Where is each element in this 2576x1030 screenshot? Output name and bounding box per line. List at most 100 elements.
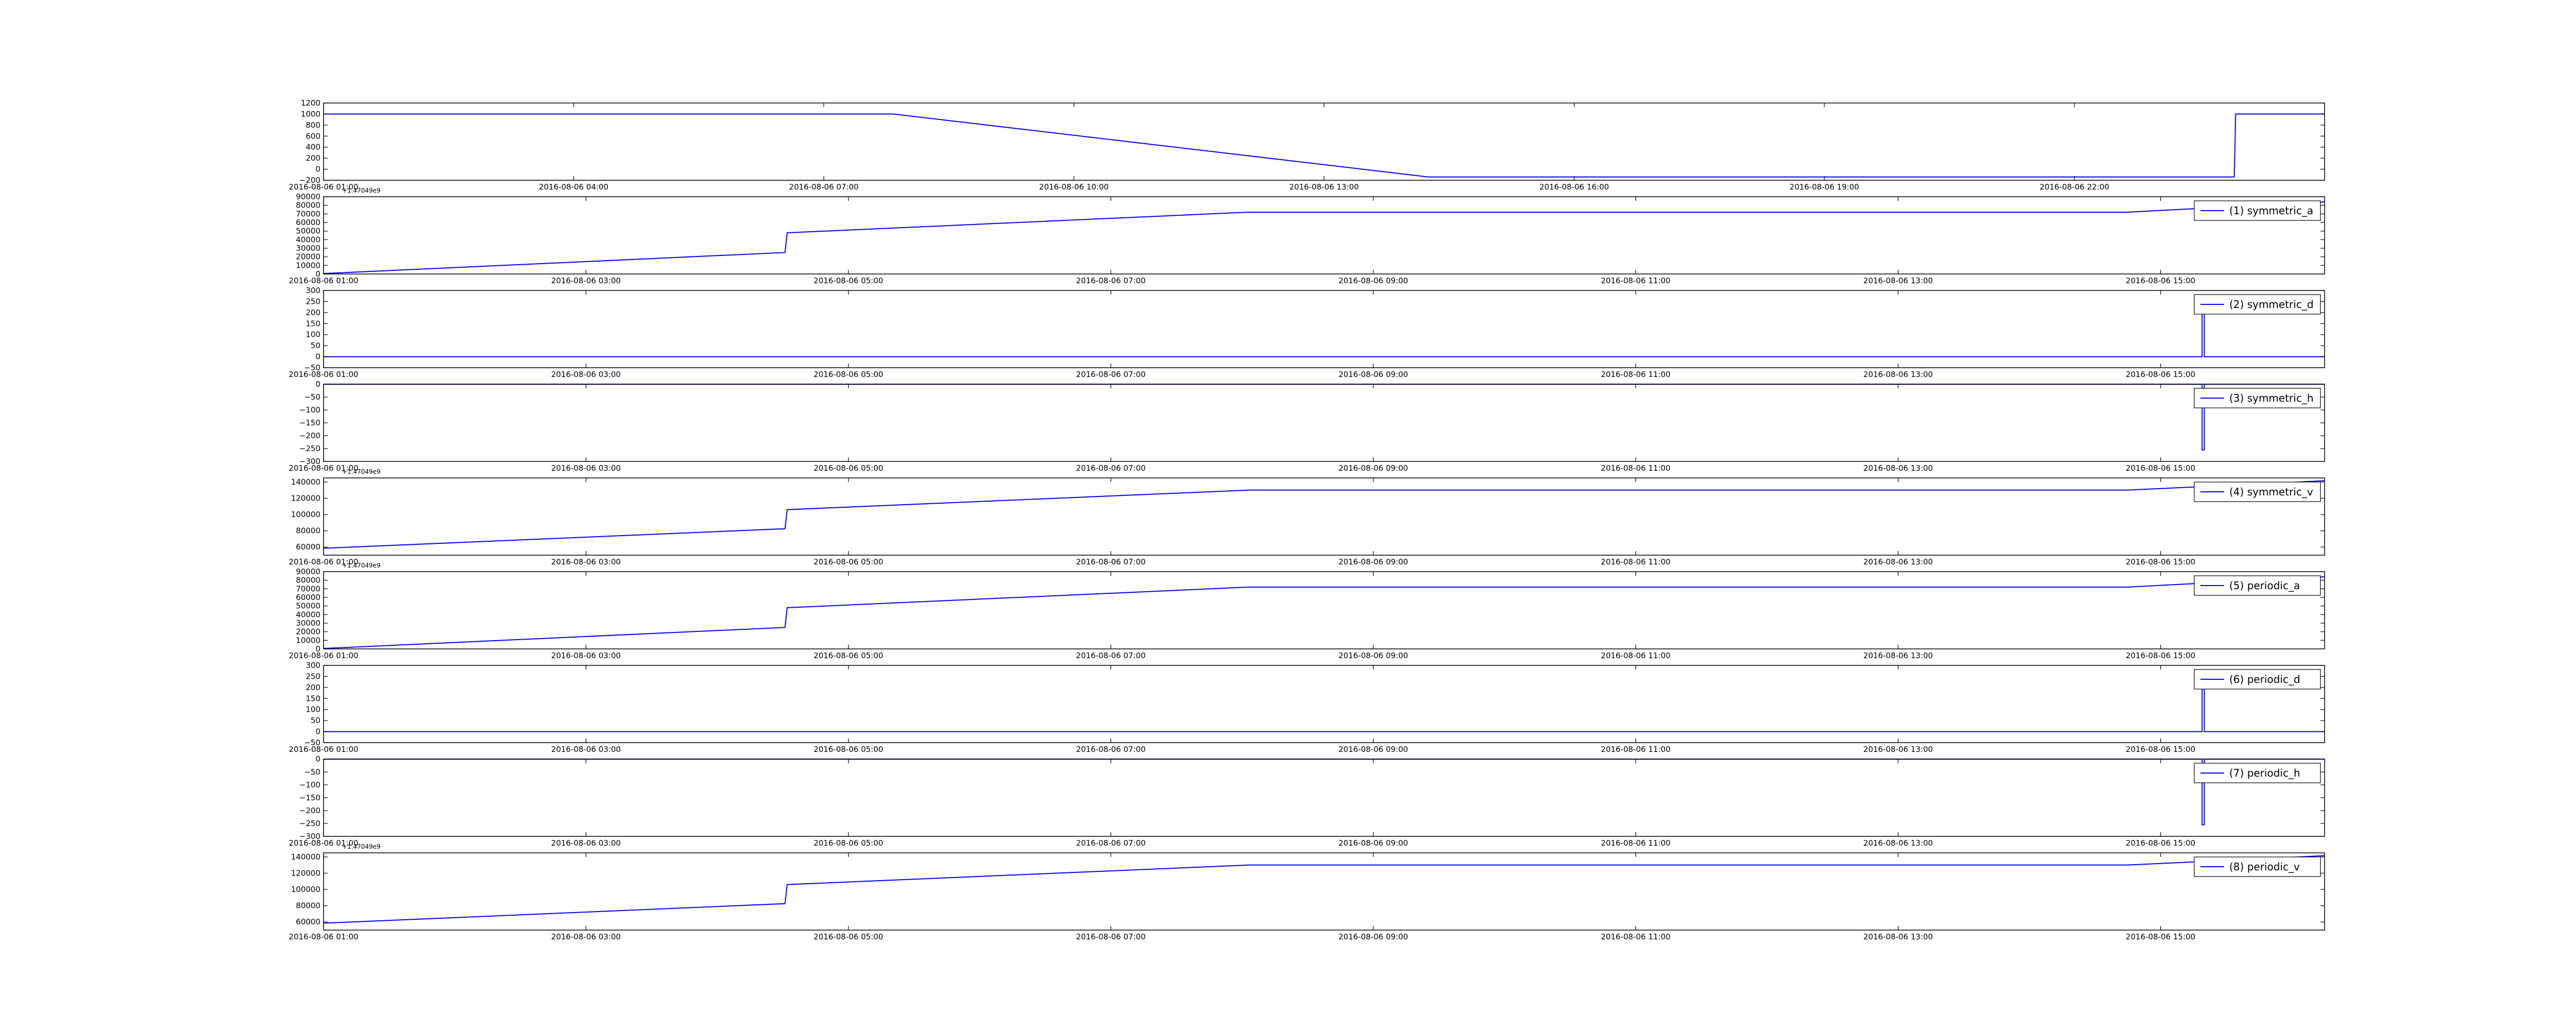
x-tick-label: 2016-08-06 09:00: [1338, 651, 1408, 660]
y-tick-label: 40000: [296, 235, 320, 244]
x-tick-label: 2016-08-06 07:00: [1076, 932, 1146, 941]
series-line: [323, 576, 2325, 649]
x-tick-label: 2016-08-06 04:00: [539, 182, 608, 192]
x-tick-label: 2016-08-06 03:00: [551, 276, 621, 285]
y-tick-label: 80000: [296, 201, 320, 210]
x-tick-label: 2016-08-06 05:00: [814, 276, 883, 285]
x-tick-label: 2016-08-06 13:00: [1863, 838, 1933, 848]
x-tick-label: 2016-08-06 05:00: [814, 370, 883, 379]
legend-label: (1) symmetric_a: [2229, 204, 2313, 217]
x-tick-label: 2016-08-06 09:00: [1338, 838, 1408, 848]
x-tick-label: 2016-08-06 07:00: [1076, 464, 1146, 473]
x-tick-label: 2016-08-06 15:00: [2126, 651, 2195, 660]
x-tick-label: 2016-08-06 07:00: [1076, 370, 1146, 379]
y-tick-label: 70000: [296, 209, 320, 218]
y-tick-label: 30000: [296, 619, 320, 628]
x-tick-label: 2016-08-06 15:00: [2126, 557, 2195, 566]
series-line: [324, 675, 2325, 732]
y-tick-label: 300: [306, 661, 320, 670]
y-tick-label: 250: [306, 297, 320, 306]
x-tick-label: 2016-08-06 07:00: [1076, 651, 1146, 660]
y-tick-label: −50: [304, 738, 320, 747]
x-tick-label: 2016-08-06 09:00: [1338, 557, 1408, 566]
x-tick-label: 2016-08-06 09:00: [1338, 464, 1408, 473]
legend-label: (5) periodic_a: [2229, 579, 2300, 592]
y-tick-label: −150: [299, 793, 320, 802]
x-tick-label: 2016-08-06 01:00: [289, 276, 358, 285]
x-tick-label: 2016-08-06 09:00: [1338, 370, 1408, 379]
y-tick-label: 150: [306, 694, 320, 703]
x-tick-label: 2016-08-06 15:00: [2126, 838, 2195, 848]
y-tick-label: 0: [315, 165, 320, 174]
x-tick-label: 2016-08-06 07:00: [789, 182, 858, 192]
y-tick-label: 0: [315, 754, 320, 764]
x-tick-label: 2016-08-06 03:00: [551, 838, 621, 848]
y-tick-label: 0: [315, 644, 320, 654]
legend-box: [2194, 482, 2321, 502]
legend-label: (4) symmetric_v: [2229, 486, 2313, 498]
axes-frame: [323, 571, 2325, 649]
series-line: [323, 480, 2325, 549]
x-tick-label: 2016-08-06 11:00: [1601, 370, 1670, 379]
y-tick-label: 200: [306, 153, 320, 163]
y-tick-label: 120000: [291, 493, 320, 503]
legend-box: [2194, 763, 2321, 783]
y-offset-label: +1.47049e9: [342, 562, 381, 569]
y-tick-label: 50: [311, 716, 320, 725]
y-tick-label: −300: [299, 457, 320, 466]
axes-frame: [323, 665, 2325, 743]
y-tick-label: 100: [306, 705, 320, 714]
y-tick-label: 300: [306, 286, 320, 295]
y-tick-label: 70000: [296, 584, 320, 593]
x-tick-label: 2016-08-06 03:00: [551, 370, 621, 379]
x-tick-label: 2016-08-06 07:00: [1076, 557, 1146, 566]
x-tick-label: 2016-08-06 19:00: [1789, 182, 1859, 192]
y-tick-label: 60000: [296, 593, 320, 602]
x-tick-label: 2016-08-06 11:00: [1601, 464, 1670, 473]
x-tick-label: 2016-08-06 15:00: [2126, 464, 2195, 473]
series-line: [323, 201, 2325, 274]
y-tick-label: 100000: [291, 510, 320, 519]
x-tick-label: 2016-08-06 01:00: [289, 370, 358, 379]
x-tick-label: 2016-08-06 15:00: [2126, 932, 2195, 941]
y-tick-label: 40000: [296, 610, 320, 619]
legend-label: (2) symmetric_d: [2229, 298, 2314, 311]
y-tick-label: −200: [299, 431, 320, 440]
y-tick-label: 50000: [296, 227, 320, 236]
subplot-6: 0100002000030000400005000060000700008000…: [289, 562, 2325, 660]
x-tick-label: 2016-08-06 01:00: [289, 932, 358, 941]
x-tick-label: 2016-08-06 11:00: [1601, 557, 1670, 566]
y-tick-label: 400: [306, 143, 320, 152]
y-tick-label: 140000: [291, 852, 320, 862]
x-tick-label: 2016-08-06 01:00: [289, 557, 358, 566]
x-tick-label: 2016-08-06 13:00: [1289, 182, 1359, 192]
x-tick-label: 2016-08-06 05:00: [814, 651, 883, 660]
x-tick-label: 2016-08-06 03:00: [551, 932, 621, 941]
x-tick-label: 2016-08-06 07:00: [1076, 838, 1146, 848]
x-tick-label: 2016-08-06 01:00: [289, 464, 358, 473]
y-tick-label: −50: [304, 767, 320, 777]
x-tick-label: 2016-08-06 15:00: [2126, 370, 2195, 379]
series-line: [324, 759, 2325, 826]
y-tick-label: 60000: [296, 218, 320, 227]
x-tick-label: 2016-08-06 05:00: [814, 745, 883, 754]
x-tick-label: 2016-08-06 01:00: [289, 745, 358, 754]
y-tick-label: 60000: [296, 917, 320, 926]
series-line: [324, 113, 2325, 178]
y-tick-label: −100: [299, 780, 320, 789]
y-tick-label: 90000: [296, 192, 320, 201]
x-tick-label: 2016-08-06 13:00: [1863, 745, 1933, 754]
series-line: [324, 305, 2325, 357]
x-tick-label: 2016-08-06 01:00: [289, 838, 358, 848]
x-tick-label: 2016-08-06 11:00: [1601, 932, 1670, 941]
x-tick-label: 2016-08-06 13:00: [1863, 370, 1933, 379]
x-tick-label: 2016-08-06 09:00: [1338, 276, 1408, 285]
x-tick-label: 2016-08-06 05:00: [814, 932, 883, 941]
axes-frame: [323, 852, 2325, 931]
x-tick-label: 2016-08-06 07:00: [1076, 276, 1146, 285]
y-tick-label: −50: [304, 392, 320, 402]
